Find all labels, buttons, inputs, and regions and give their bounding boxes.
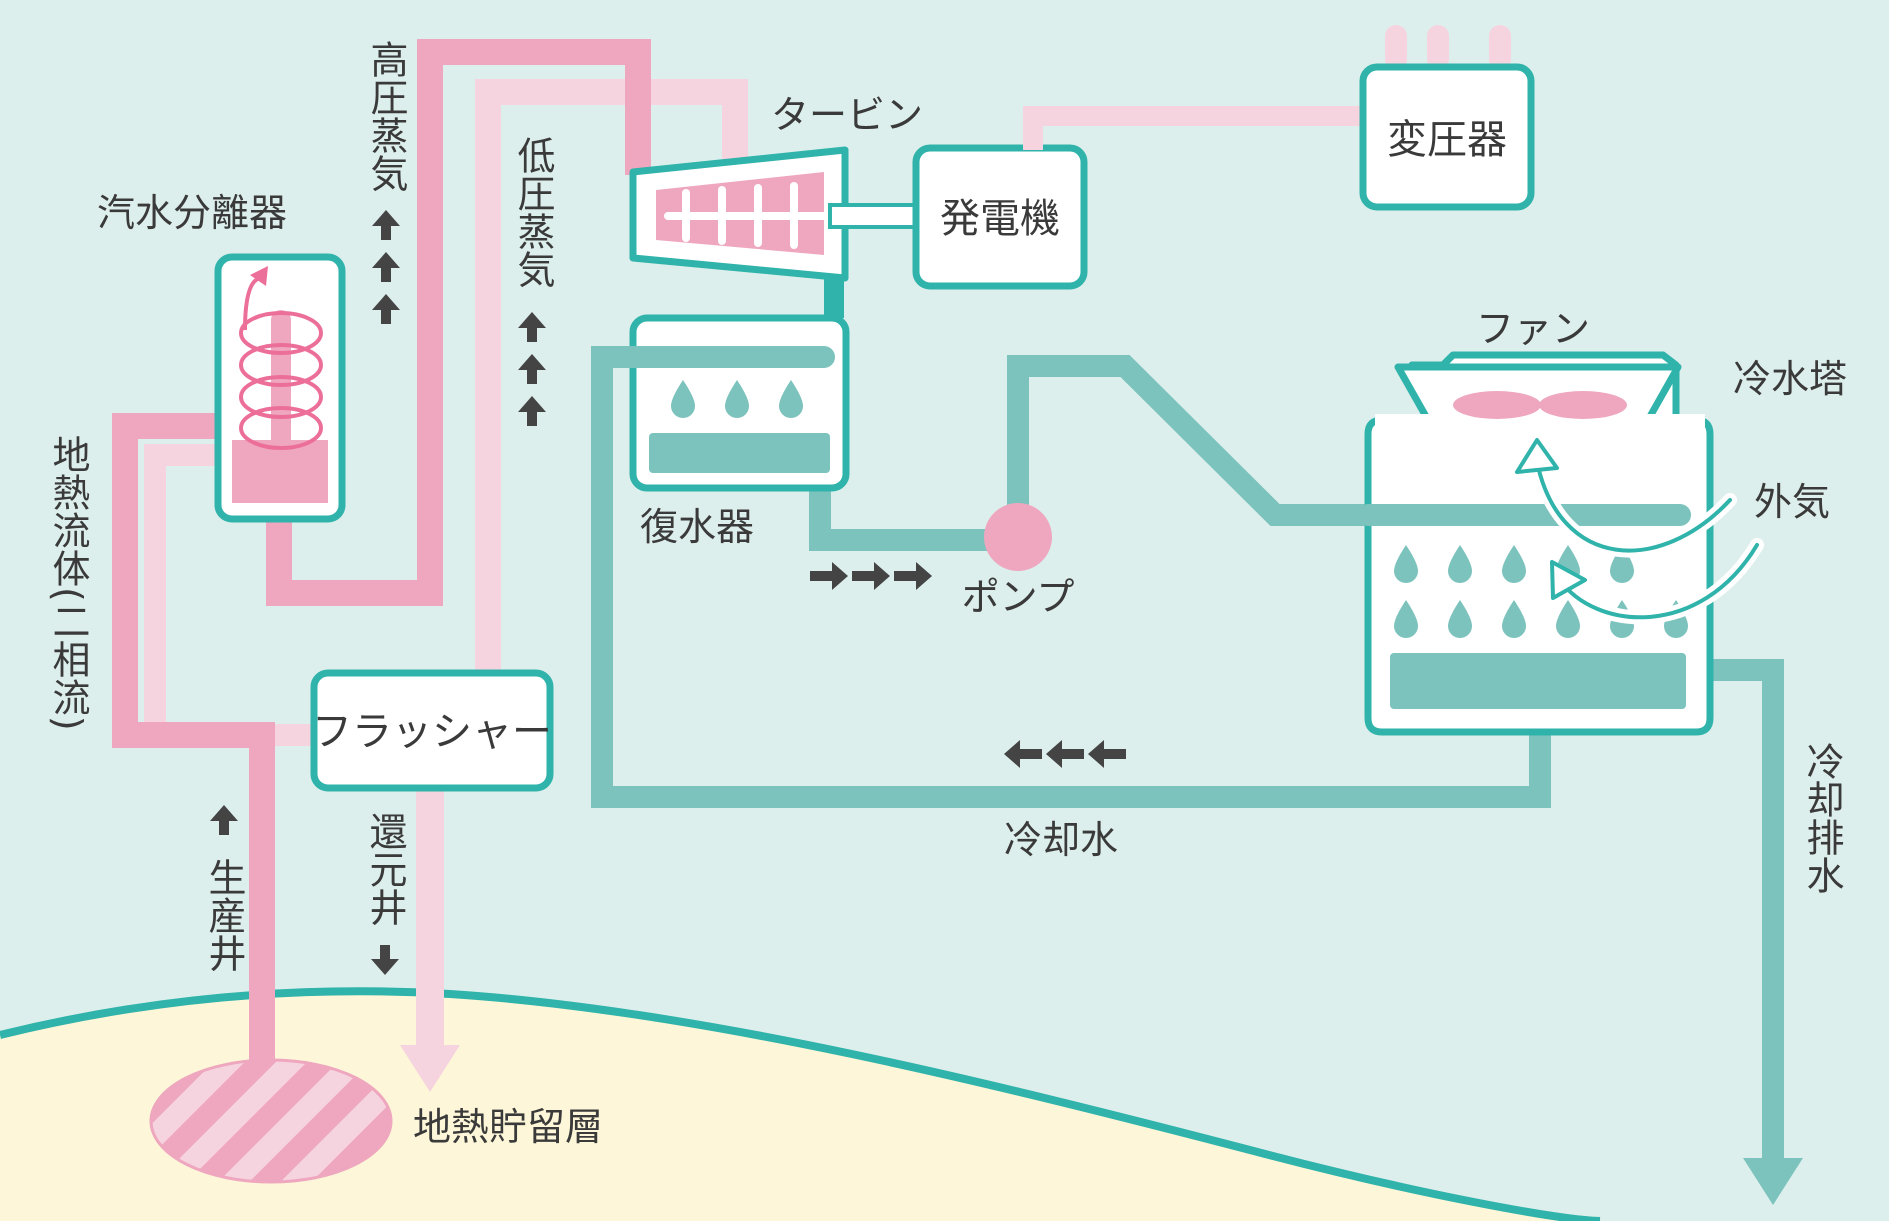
condenser-water [649,433,830,473]
turbine-condenser-connector [824,278,844,318]
fan-icon [1453,391,1627,419]
flow-arrows-cooling-water [1004,740,1126,768]
outside-air-arrows-outline [1535,460,1759,620]
label-geothermal-fluid: 地熱流体(二相流) [46,435,90,731]
pipe-cooling-discharge [1700,659,1784,1170]
pipe-production-well [112,413,275,1060]
label-cooling-discharge: 冷却排水 [1800,742,1844,894]
condenser-drops [671,380,803,418]
cooling-tower-top-cover [1375,414,1705,430]
outside-air-arrowhead-1 [1515,438,1559,474]
transformer-terminals [1385,25,1511,70]
pump [984,503,1052,571]
ground-edge [0,987,1601,1221]
label-flasher: フラッシャー [312,709,552,755]
flow-arrow-reinjection [371,945,399,975]
flasher-box [310,669,554,792]
separator-spiral-arrowhead [250,266,268,286]
label-cooling-water: 冷却水 [1004,818,1118,862]
label-outside-air: 外気 [1754,480,1830,524]
turbine-shaft [828,203,922,229]
label-turbine: タービン [771,93,923,137]
pipe-condenser-to-pump [809,470,1000,551]
outside-air-arrowhead-2 [1550,560,1587,600]
reinjection-arrowhead [400,1045,460,1092]
label-generator: 発電機 [940,196,1060,242]
label-production-well: 生産井 [202,858,246,972]
label-reservoir: 地熱貯留層 [413,1105,603,1149]
cooling-tower-top [1394,363,1682,424]
flow-arrows-low-pressure [518,312,546,426]
label-high-pressure-steam: 高圧蒸気 [364,40,408,192]
pipe-separator-outlet [266,39,651,606]
pipe-low-pressure-steam [475,79,748,675]
label-separator: 汽水分離器 [97,191,287,235]
generator-box [912,144,1088,290]
label-reinjection-well: 還元井 [363,812,407,926]
label-cooling-tower: 冷水塔 [1733,357,1847,401]
flow-arrows-high-pressure [372,210,400,324]
cooling-discharge-arrowhead [1743,1158,1803,1205]
geothermal-reservoir [149,1058,393,1184]
flow-arrows-to-pump [810,562,932,590]
cable-generator-to-transformer [1023,106,1365,150]
label-low-pressure-steam: 低圧蒸気 [511,136,555,288]
ground [0,991,1600,1221]
label-pump: ポンプ [962,575,1075,619]
flow-arrow-production [210,805,238,835]
transformer-box [1359,63,1535,211]
label-fan: ファン [1476,307,1590,351]
cooling-tower-water [1390,653,1686,709]
label-condenser: 復水器 [640,505,754,549]
label-transformer: 変圧器 [1387,117,1507,163]
